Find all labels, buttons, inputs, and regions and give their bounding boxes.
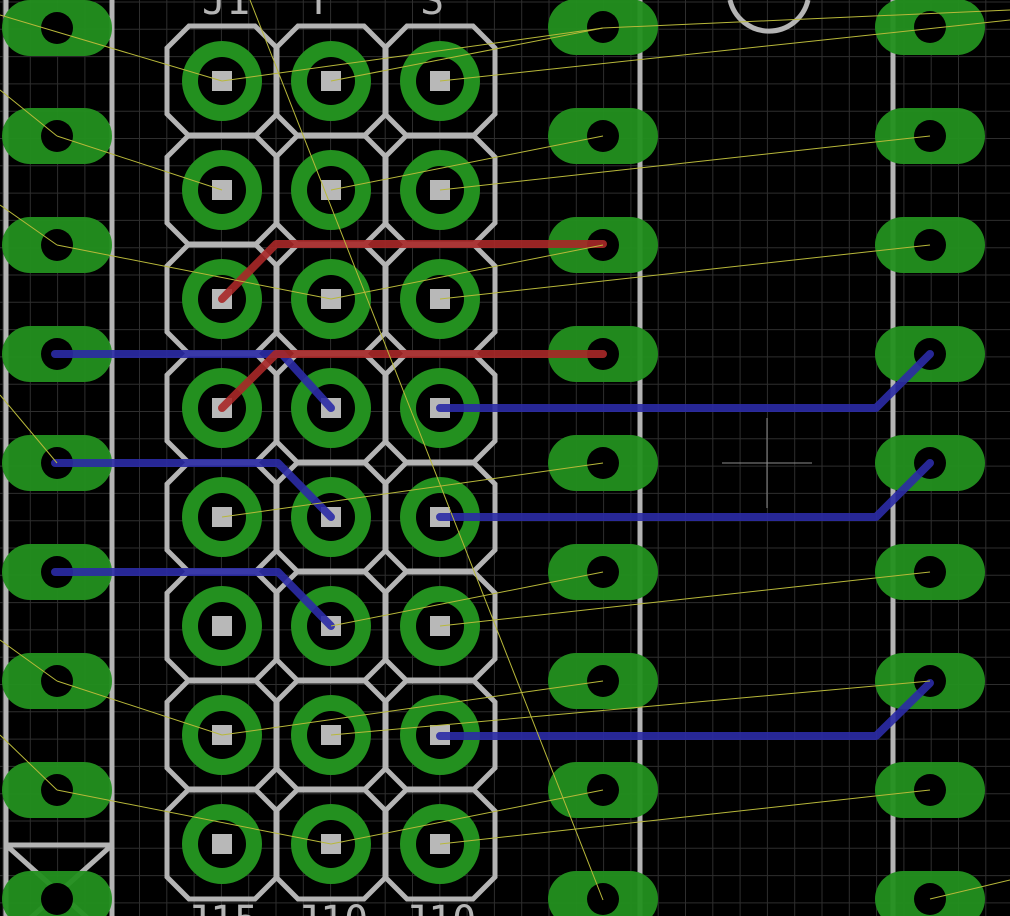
airwire — [929, 879, 1010, 900]
airwire — [56, 680, 223, 736]
bottom-trace — [436, 679, 934, 740]
airwire — [221, 27, 604, 82]
airwire — [439, 19, 1010, 82]
bottom-trace — [436, 350, 934, 412]
pin-drill — [587, 11, 619, 43]
pin-drill — [41, 883, 73, 915]
airwire — [330, 27, 604, 82]
label-top-right: S — [420, 0, 444, 24]
airwire — [330, 680, 931, 736]
airwire — [439, 135, 931, 191]
pin-drill — [41, 12, 73, 44]
airwire — [0, 734, 58, 791]
airwire — [330, 789, 604, 845]
pin-drill — [914, 11, 946, 43]
label-top-left: J1 — [202, 0, 250, 24]
airwire — [330, 244, 604, 300]
bottom-trace — [51, 459, 335, 521]
cursor-crosshair — [722, 418, 812, 508]
airwire — [439, 789, 931, 845]
airwire — [602, 9, 1010, 29]
airwire — [439, 244, 931, 300]
label-bottom-left: J15 — [186, 898, 258, 916]
silk-outline — [727, 0, 811, 34]
airwire — [330, 135, 604, 191]
traces-layer — [51, 240, 934, 740]
airwire — [249, 0, 604, 901]
top-trace — [218, 350, 607, 412]
airwire — [0, 639, 58, 682]
bottom-trace — [51, 568, 335, 630]
silk-outline — [164, 786, 280, 902]
bottom-trace — [436, 459, 934, 521]
airwire — [0, 394, 58, 464]
airwire — [221, 462, 604, 518]
silkscreen-labels: J1 F S J15 J10 J10 — [186, 0, 476, 916]
airwire — [0, 89, 58, 137]
airwire — [0, 204, 58, 246]
airwire — [0, 14, 223, 82]
header-pin-square — [212, 834, 232, 854]
airwire — [221, 680, 604, 736]
airwire — [56, 244, 332, 300]
header-pin-square — [212, 616, 232, 636]
airwire — [56, 789, 332, 845]
airwire — [439, 571, 931, 627]
label-top-mid: F — [312, 0, 336, 24]
label-bottom-mid: J10 — [296, 898, 368, 916]
airwire — [56, 135, 223, 191]
label-bottom-right: J10 — [404, 898, 476, 916]
airwire — [330, 571, 604, 627]
